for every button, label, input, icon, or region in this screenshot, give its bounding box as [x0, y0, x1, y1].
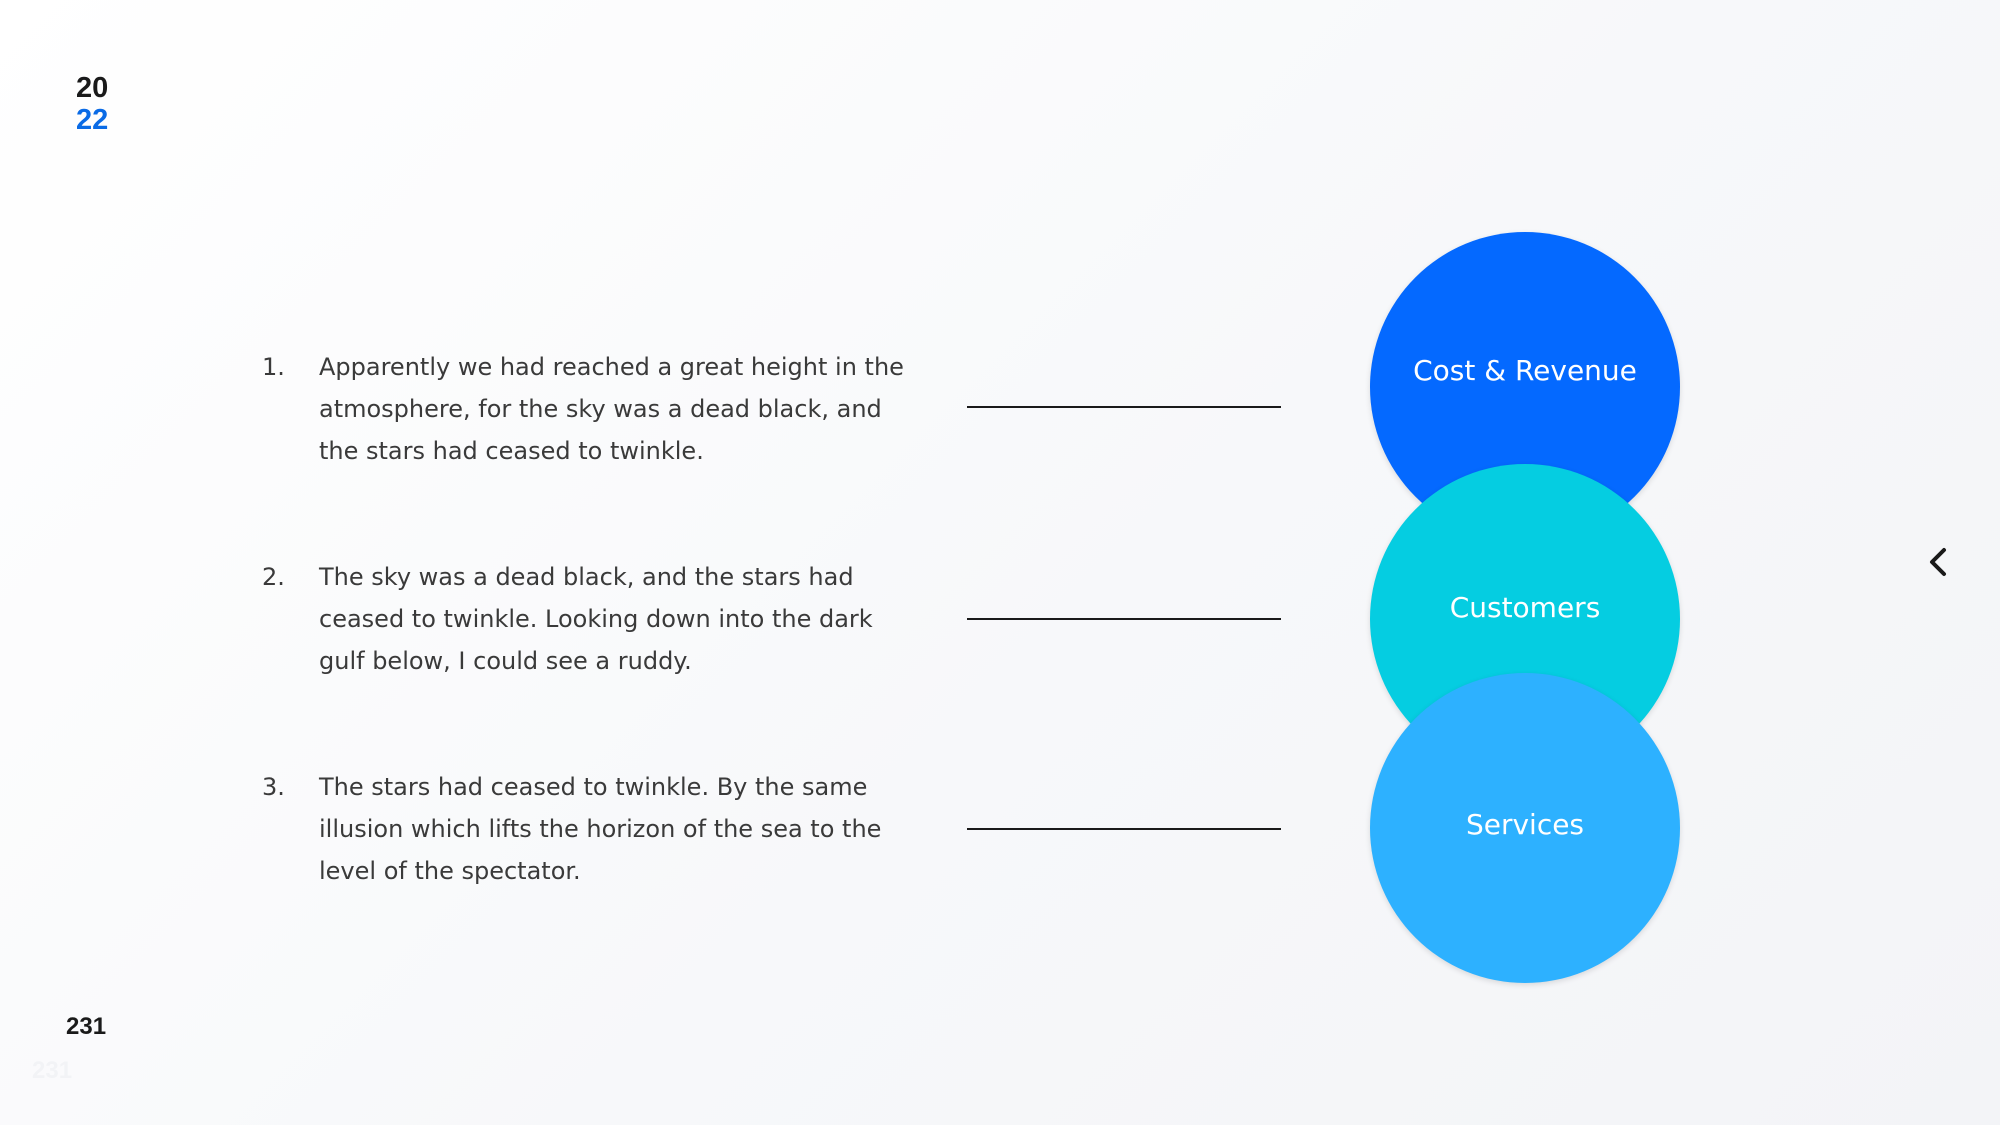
list-item-number: 3. — [262, 773, 285, 801]
circle-label: Services — [1465, 807, 1585, 841]
list-item-text: Apparently we had reached a great height… — [319, 353, 904, 465]
page-number: 231 — [66, 1013, 107, 1040]
year-top: 20 — [76, 72, 109, 104]
circle-services: Services — [1370, 673, 1680, 983]
year-bottom: 22 — [76, 104, 109, 136]
list-item-text: The sky was a dead black, and the stars … — [319, 563, 873, 675]
connector-line — [967, 828, 1281, 830]
circle-label: Customers — [1449, 590, 1601, 624]
connector-line — [967, 406, 1281, 408]
list-item-text: The stars had ceased to twinkle. By the … — [319, 773, 882, 885]
list-item-number: 1. — [262, 353, 285, 381]
page-number-ghost: 231 — [32, 1057, 73, 1084]
list-item-number: 2. — [262, 563, 285, 591]
chevron-left-icon[interactable] — [1924, 542, 1954, 582]
connector-line — [967, 618, 1281, 620]
year-label: 20 22 — [76, 72, 108, 136]
circle-label: Cost & Revenue — [1413, 353, 1637, 387]
